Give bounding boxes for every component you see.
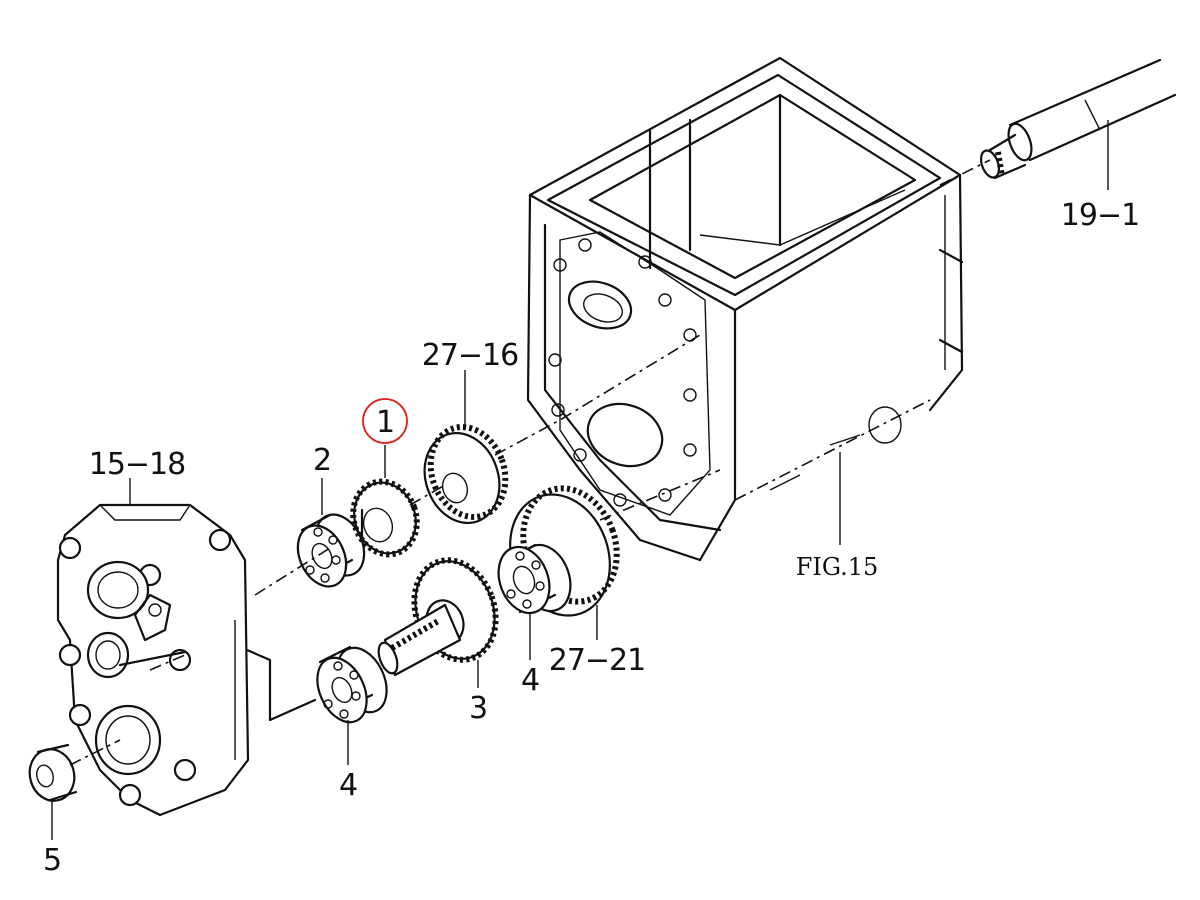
transmission-case[interactable] xyxy=(526,56,964,562)
figure-label: FIG.15 xyxy=(796,553,879,581)
callout-2[interactable]: 2 xyxy=(313,443,332,478)
callout-27-16[interactable]: 27−16 xyxy=(422,338,519,373)
callout-3[interactable]: 3 xyxy=(469,691,488,726)
callout-4-right[interactable]: 4 xyxy=(521,663,540,698)
callout-4-left[interactable]: 4 xyxy=(339,768,358,803)
shaft-19-1[interactable] xyxy=(978,58,1177,180)
ball-bearing-4-right[interactable] xyxy=(490,538,579,620)
callout-15-18[interactable]: 15−18 xyxy=(89,447,186,482)
callout-27-21[interactable]: 27−21 xyxy=(549,643,646,678)
callout-1[interactable]: 1 xyxy=(376,405,395,440)
gear-27-16[interactable] xyxy=(412,416,517,533)
rear-cover[interactable] xyxy=(56,503,250,817)
ball-bearing-4-left[interactable] xyxy=(308,640,397,730)
callout-1-highlight xyxy=(362,398,408,444)
oil-seal-5[interactable] xyxy=(24,743,80,806)
gear-shaft-3[interactable] xyxy=(375,549,509,677)
callout-5[interactable]: 5 xyxy=(43,843,62,878)
callout-19-1[interactable]: 19−1 xyxy=(1061,198,1140,233)
alignment-lines xyxy=(69,159,991,766)
gear-1[interactable] xyxy=(343,473,427,564)
leader-lines xyxy=(51,120,1109,840)
